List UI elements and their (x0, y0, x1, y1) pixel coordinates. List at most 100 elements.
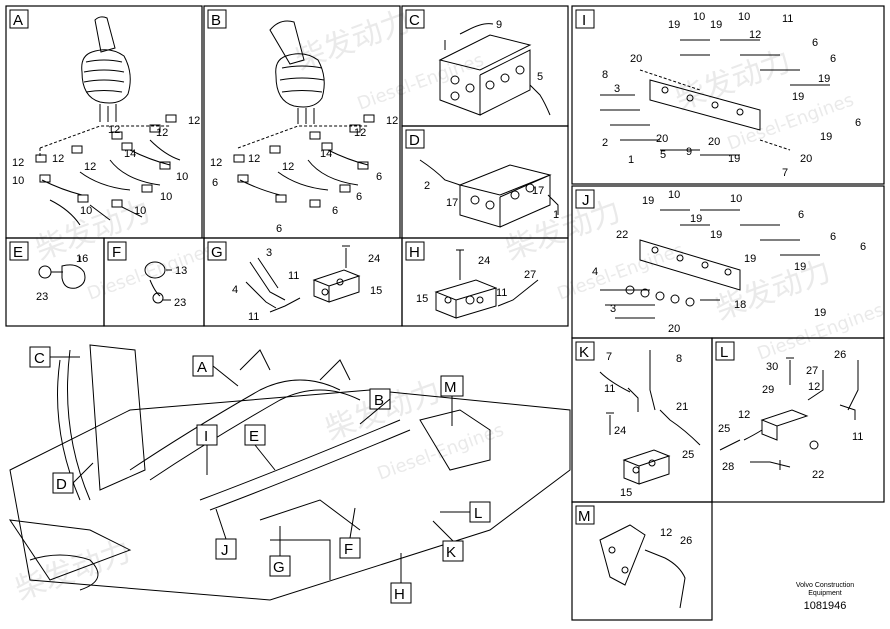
part-label: 7 (782, 167, 788, 179)
part-label: 10 (134, 205, 146, 217)
part-label: 12 (282, 161, 294, 173)
part-label: 5 (537, 71, 543, 83)
part-label: 10 (12, 175, 24, 187)
part-label: 10 (160, 191, 172, 203)
part-label: 4 (232, 284, 238, 296)
panel-e: E 16 23 (9, 241, 88, 303)
watermark-english: Diesel-Engines (355, 49, 487, 114)
footer-info: Volvo Construction Equipment 1081946 (770, 582, 880, 612)
part-label: 6 (376, 171, 382, 183)
part-label: 11 (852, 431, 863, 443)
panel-b: B 12 12 12 12 14 12 6 6 6 6 6 (207, 9, 398, 235)
part-label: 23 (174, 297, 186, 309)
part-label: 6 (830, 53, 836, 65)
part-label: 12 (808, 381, 820, 393)
panel-j: J 19 10 10 19 22 6 19 19 6 6 4 19 3 18 1… (575, 189, 866, 335)
part-label: 2 (602, 137, 608, 149)
overview-tag: H (394, 586, 405, 603)
overview-tag: I (204, 428, 208, 445)
part-label: 22 (812, 469, 824, 481)
part-label: 10 (730, 193, 742, 205)
part-label: 23 (36, 291, 48, 303)
part-label: 19 (818, 73, 830, 85)
part-label: 6 (332, 205, 338, 217)
part-label: 19 (728, 153, 740, 165)
panel-tag: B (211, 12, 221, 29)
part-label: 19 (744, 253, 756, 265)
part-label: 9 (686, 146, 692, 158)
part-label: 12 (12, 157, 24, 169)
part-label: 15 (370, 285, 382, 297)
panel-tag: K (579, 344, 589, 361)
part-label: 12 (660, 527, 672, 539)
overview-tag: D (56, 476, 67, 493)
part-label: 27 (524, 269, 536, 281)
overview-tag: G (273, 559, 285, 576)
part-label: 10 (693, 11, 705, 23)
part-label: 3 (614, 83, 620, 95)
part-label: 19 (820, 131, 832, 143)
part-label: 30 (766, 361, 778, 373)
part-label: 8 (602, 69, 608, 81)
part-label: 18 (734, 299, 746, 311)
part-label: 6 (212, 177, 218, 189)
part-label: 12 (738, 409, 750, 421)
part-label: 6 (798, 209, 804, 221)
machine-overview (8, 344, 571, 601)
panel-h: H 24 27 15 11 (405, 241, 539, 319)
part-label: 12 (210, 157, 222, 169)
part-label: 25 (682, 449, 694, 461)
part-label: 12 (52, 153, 64, 165)
part-label: 6 (356, 191, 362, 203)
part-label: 17 (446, 197, 458, 209)
part-label: 19 (814, 307, 826, 319)
part-label: 4 (592, 266, 598, 278)
part-label: 8 (676, 353, 682, 365)
part-label: 20 (800, 153, 812, 165)
part-label: 21 (676, 401, 688, 413)
panel-i: I 19 10 10 19 11 12 6 20 8 6 19 3 2 20 1… (575, 9, 861, 179)
part-label: 29 (762, 384, 774, 396)
overview-tag: A (197, 359, 207, 376)
part-label: 1 (553, 209, 559, 221)
part-label: 6 (812, 37, 818, 49)
part-label: 24 (368, 253, 380, 265)
panel-tag: D (409, 132, 420, 149)
part-label: 3 (610, 303, 616, 315)
watermark-chinese: 柴发动力 (11, 534, 136, 608)
panel-tag: A (13, 12, 23, 29)
part-label: 11 (782, 13, 793, 25)
watermark-chinese: 柴发动力 (321, 374, 446, 448)
overview-tag: E (249, 428, 259, 445)
part-label: 11 (288, 270, 299, 282)
company-line1: Volvo Construction (795, 582, 855, 589)
part-label: 20 (656, 133, 668, 145)
panel-f: F 13 23 (107, 241, 187, 309)
panel-tag-box (9, 9, 29, 29)
part-label: 17 (532, 185, 544, 197)
part-label: 19 (792, 91, 804, 103)
part-label: 22 (616, 229, 628, 241)
part-label: 20 (630, 53, 642, 65)
part-label: 10 (80, 205, 92, 217)
overview-tag: C (34, 350, 45, 367)
part-label: 28 (722, 461, 734, 473)
panel-tag: M (578, 508, 591, 525)
part-label: 5 (660, 149, 666, 161)
watermark-chinese: 柴发动力 (501, 194, 626, 268)
part-label: 6 (276, 223, 282, 235)
overview-tag: B (374, 392, 384, 409)
panel-m: M 12 26 (575, 505, 692, 609)
part-label: 10 (176, 171, 188, 183)
panel-g: G 3 24 4 11 15 11 (207, 241, 382, 323)
part-label: 19 (690, 213, 702, 225)
part-label: 2 (424, 180, 430, 192)
part-label: 6 (830, 231, 836, 243)
part-label: 25 (718, 423, 730, 435)
part-label: 12 (84, 161, 96, 173)
company-line2: Equipment (808, 590, 842, 597)
panel-l: L 30 26 27 29 12 12 25 11 28 22 (715, 341, 863, 481)
part-label: 19 (710, 229, 722, 241)
panel-tag: H (409, 244, 420, 261)
joystick-drawing (35, 16, 181, 226)
